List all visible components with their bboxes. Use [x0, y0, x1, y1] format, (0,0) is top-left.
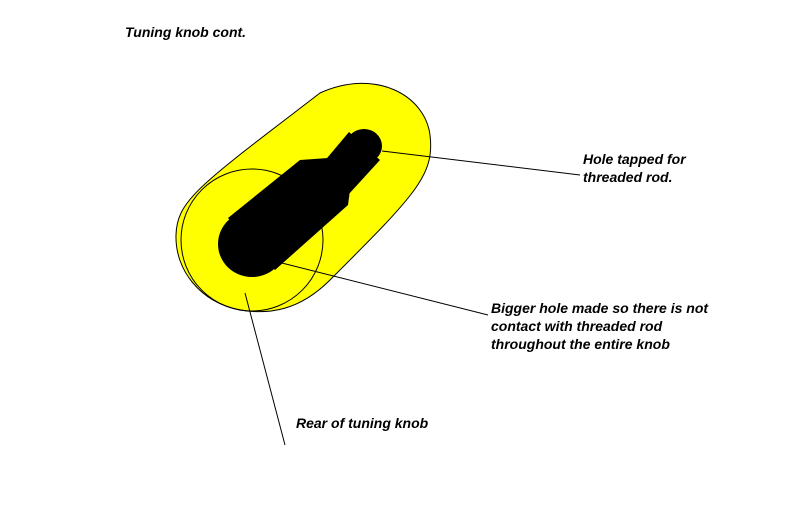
label-rear-of-knob: Rear of tuning knob: [296, 415, 429, 431]
label-line: Hole tapped for: [583, 151, 686, 167]
label-tapped-hole: Hole tapped for threaded rod.: [583, 150, 686, 186]
label-line: Bigger hole made so there is not: [491, 300, 709, 316]
leader-line-rear: [244, 292, 286, 446]
knob-rear-face: [180, 168, 324, 312]
label-line: contact with threaded rod: [491, 318, 663, 334]
label-bigger-hole: Bigger hole made so there is not contact…: [491, 299, 708, 353]
label-line: throughout the entire knob: [491, 336, 670, 352]
leader-line-tapped: [381, 150, 581, 176]
page-title: Tuning knob cont.: [125, 24, 247, 40]
label-line: threaded rod.: [583, 169, 673, 185]
bigger-hole-face: [218, 211, 286, 277]
leader-line-bigger: [261, 257, 489, 316]
